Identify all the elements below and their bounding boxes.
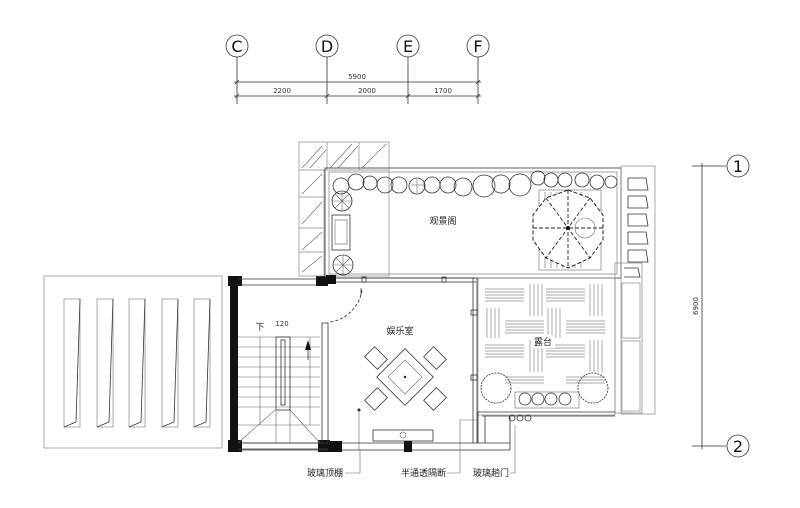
viewing-pavilion-label: 观景阁 bbox=[429, 215, 456, 227]
dimension-vertical: 6900 bbox=[692, 297, 700, 315]
axis-marker-f: F bbox=[466, 34, 490, 104]
bottom-walls bbox=[238, 441, 510, 452]
terrace-label: 露台 bbox=[534, 336, 552, 348]
svg-text:C: C bbox=[231, 37, 242, 56]
stair-steps-label: 120 bbox=[275, 320, 288, 328]
dimension-segment-3: 1700 bbox=[434, 87, 452, 95]
svg-text:1: 1 bbox=[733, 157, 743, 176]
terrace-shrubs bbox=[480, 372, 609, 422]
dimension-segment-2: 2000 bbox=[358, 87, 376, 95]
right-grid-axes: 1 2 6900 bbox=[692, 154, 750, 458]
mahjong-table bbox=[364, 346, 447, 411]
axis-marker-d: D bbox=[315, 34, 339, 104]
svg-text:D: D bbox=[321, 37, 333, 56]
axis-marker-c: C bbox=[225, 34, 249, 104]
callouts: 玻璃顶棚 半通透隔断 玻璃趟门 bbox=[307, 419, 516, 479]
entertainment-room: 娱乐室 bbox=[326, 275, 478, 450]
viewing-pavilion: 观景阁 bbox=[324, 167, 622, 279]
svg-text:E: E bbox=[403, 37, 413, 56]
right-side-panels bbox=[614, 165, 656, 415]
terrace: 露台 bbox=[477, 277, 616, 450]
dimension-total: 5900 bbox=[348, 73, 366, 81]
axis-marker-2: 2 bbox=[726, 434, 750, 458]
entertainment-room-label: 娱乐室 bbox=[386, 325, 413, 337]
callout-glass-canopy: 玻璃顶棚 bbox=[307, 467, 343, 479]
axis-marker-1: 1 bbox=[726, 154, 750, 178]
tree-spokes bbox=[332, 179, 423, 275]
left-louver-area bbox=[43, 275, 223, 449]
dimension-segment-1: 2200 bbox=[273, 87, 291, 95]
glass-panels-hatched bbox=[298, 141, 390, 277]
axis-marker-e: E bbox=[396, 34, 420, 104]
top-grid-axes: C D E F 5900 2200 2000 1700 bbox=[225, 34, 490, 104]
umbrella-canopy bbox=[532, 189, 604, 271]
svg-text:F: F bbox=[473, 37, 482, 56]
stair-down-label: 下 bbox=[255, 323, 264, 333]
callout-glass-sliding-door: 玻璃趟门 bbox=[473, 467, 509, 479]
svg-text:2: 2 bbox=[733, 437, 743, 456]
callout-semi-transparent-partition: 半通透隔断 bbox=[401, 467, 446, 479]
stairwell: 下 120 bbox=[228, 276, 330, 452]
